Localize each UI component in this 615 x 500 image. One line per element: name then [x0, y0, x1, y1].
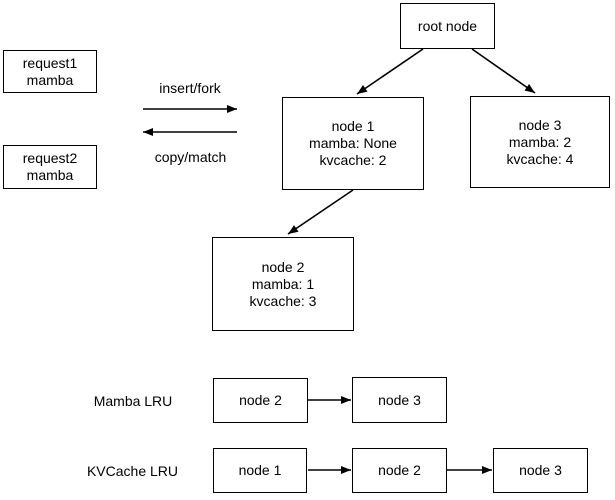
node1-mamba: mamba: None: [309, 135, 397, 151]
copy-match-label: copy/match: [154, 149, 227, 165]
node2-box: node 2 mamba: 1 kvcache: 3: [212, 237, 354, 331]
kvcache-lru-node3-label: node 3: [519, 462, 562, 478]
mamba-lru-node3-box: node 3: [352, 377, 447, 423]
root-node-label: root node: [417, 17, 478, 34]
kvcache-lru-node1-box: node 1: [213, 448, 307, 493]
node1-box: node 1 mamba: None kvcache: 2: [282, 97, 424, 190]
node3-box: node 3 mamba: 2 kvcache: 4: [470, 96, 610, 188]
node1-kvcache: kvcache: 2: [319, 152, 387, 168]
request1-line1: request1: [22, 54, 78, 71]
root-to-node1-arrow-icon: [356, 48, 424, 95]
request1-box: request1 mamba: [3, 50, 97, 93]
node2-kvcache: kvcache: 3: [249, 292, 317, 309]
kvcache-lru-node2-label: node 2: [378, 462, 421, 478]
mamba-lru-node2-label: node 2: [239, 392, 282, 408]
root-to-node3-arrow-icon: [471, 48, 536, 94]
node1-name: node 1: [331, 118, 375, 134]
mamba-lru-node3-label: node 3: [378, 391, 421, 408]
request2-line2: mamba: [26, 167, 74, 183]
node3-kvcache: kvcache: 4: [506, 150, 574, 167]
insert-fork-label: insert/fork: [159, 80, 221, 96]
node2-name: node 2: [261, 258, 305, 275]
node3-mamba: mamba: 2: [508, 133, 572, 150]
request1-line2: mamba: [26, 71, 74, 88]
kvcache-lru-node2-box: node 2: [352, 448, 447, 493]
request2-line1: request2: [22, 150, 78, 166]
kvcache-lru-label: KVCache LRU: [86, 463, 179, 479]
kvcache-lru-node1-label: node 1: [238, 462, 282, 478]
node1-to-node2-arrow-icon: [287, 189, 354, 235]
mamba-lru-label: Mamba LRU: [93, 393, 173, 409]
root-node-box: root node: [400, 3, 495, 49]
request2-box: request2 mamba: [3, 145, 97, 189]
kvcache-lru-node3-box: node 3: [493, 448, 588, 493]
mamba-lru-node2-box: node 2: [213, 378, 308, 423]
node3-name: node 3: [518, 116, 562, 133]
node2-mamba: mamba: 1: [251, 275, 315, 292]
